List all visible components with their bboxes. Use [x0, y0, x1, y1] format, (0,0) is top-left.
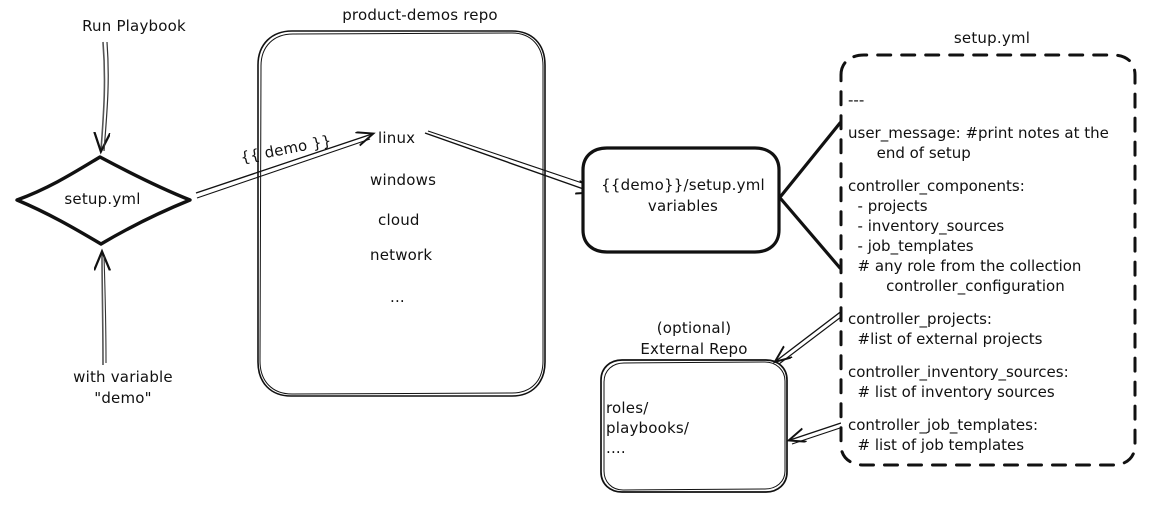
external-repo-body: roles/ playbooks/ .... — [606, 399, 690, 457]
demo-variable-arrow — [195, 134, 372, 199]
controller-job-templates-arrow — [790, 422, 844, 445]
repo-item-ellipsis: ... — [390, 288, 405, 306]
yaml-line: controller_configuration — [848, 277, 1065, 295]
setup-yml-decision-shape — [15, 155, 192, 246]
yaml-block-controller-projects: controller_projects: #list of external p… — [848, 309, 1140, 349]
yaml-block-controller-job-templates: controller_job_templates: # list of job … — [848, 415, 1140, 455]
repo-item-linux: linux — [378, 129, 416, 147]
product-demos-repo-title: product-demos repo — [342, 6, 498, 24]
with-variable-label: with variable "demo" — [73, 368, 173, 407]
linux-to-variables-arrow — [424, 130, 594, 192]
repo-item-windows: windows — [370, 171, 437, 189]
yaml-line: controller_projects: — [848, 310, 992, 328]
run-playbook-arrow — [101, 41, 108, 151]
yaml-line: - projects — [848, 197, 928, 215]
yaml-line: controller_job_templates: — [848, 416, 1039, 434]
yaml-block-controller-inventory-sources: controller_inventory_sources: # list of … — [848, 362, 1140, 402]
variables-box-shape — [581, 146, 781, 254]
yaml-line: user_message: #print notes at the — [848, 124, 1109, 142]
yaml-line: - job_templates — [848, 237, 974, 255]
setup-yml-decision-label: setup.yml — [64, 190, 141, 208]
yaml-line: controller_inventory_sources: — [848, 363, 1069, 381]
product-demos-repo-shape — [257, 30, 546, 397]
yaml-line: # list of inventory sources — [848, 383, 1055, 401]
yaml-line: # list of job templates — [848, 436, 1025, 454]
yaml-block-header: --- — [848, 90, 1140, 110]
yaml-line: controller_components: — [848, 177, 1025, 195]
yaml-line: #list of external projects — [848, 330, 1043, 348]
yaml-block-controller-components: controller_components: - projects - inve… — [848, 176, 1140, 296]
external-repo-shape — [600, 359, 788, 493]
repo-item-network: network — [370, 246, 433, 264]
yaml-to-variables-connector — [779, 121, 842, 270]
setup-yml-file-shape — [839, 53, 1137, 467]
repo-item-cloud: cloud — [378, 211, 420, 229]
external-repo-title: (optional) External Repo — [640, 319, 748, 358]
setup-yml-file-title: setup.yml — [953, 29, 1031, 47]
variables-box-label: {{demo}}/setup.yml variables — [601, 176, 765, 215]
yaml-line: # any role from the collection — [848, 257, 1082, 275]
yaml-line: --- — [848, 91, 865, 109]
yaml-block-user-message: user_message: #print notes at the end of… — [848, 123, 1140, 163]
yaml-line: end of setup — [848, 144, 971, 162]
run-playbook-label: Run Playbook — [82, 17, 186, 35]
setup-yml-file-body: --- user_message: #print notes at the end… — [848, 90, 1140, 468]
controller-projects-arrow — [776, 309, 846, 365]
yaml-line: - inventory_sources — [848, 217, 1005, 235]
with-variable-arrow — [102, 253, 106, 366]
